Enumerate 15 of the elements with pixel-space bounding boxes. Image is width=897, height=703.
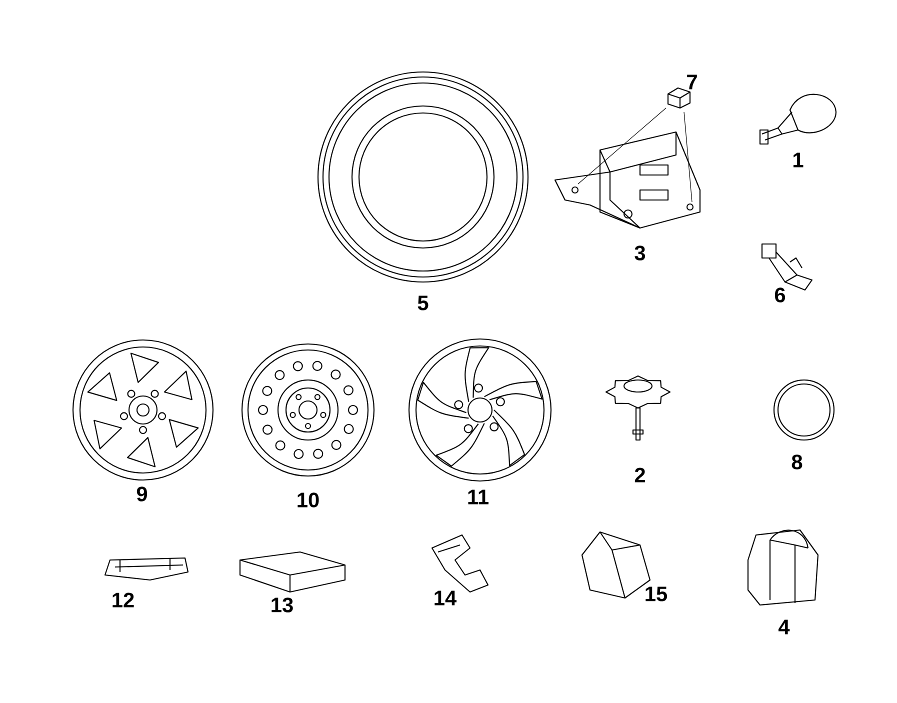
- callout-number: 5: [418, 296, 428, 310]
- callout-number: 6: [774, 288, 786, 302]
- callout-number: 13: [272, 598, 293, 612]
- callout-number: 15: [646, 586, 668, 602]
- callout-number: 8: [792, 454, 802, 470]
- callout-number: 1: [794, 152, 804, 168]
- callout-number: 3: [634, 246, 646, 260]
- callout-number: 10: [298, 492, 319, 508]
- callout-number: 2: [634, 468, 645, 482]
- callout-number: 12: [112, 592, 134, 608]
- callout-number: 7: [687, 74, 697, 90]
- callout-number: 11: [468, 490, 488, 504]
- callout-number: 9: [136, 486, 148, 502]
- callout-number: 4: [778, 620, 790, 634]
- callout-number: 14: [434, 590, 457, 606]
